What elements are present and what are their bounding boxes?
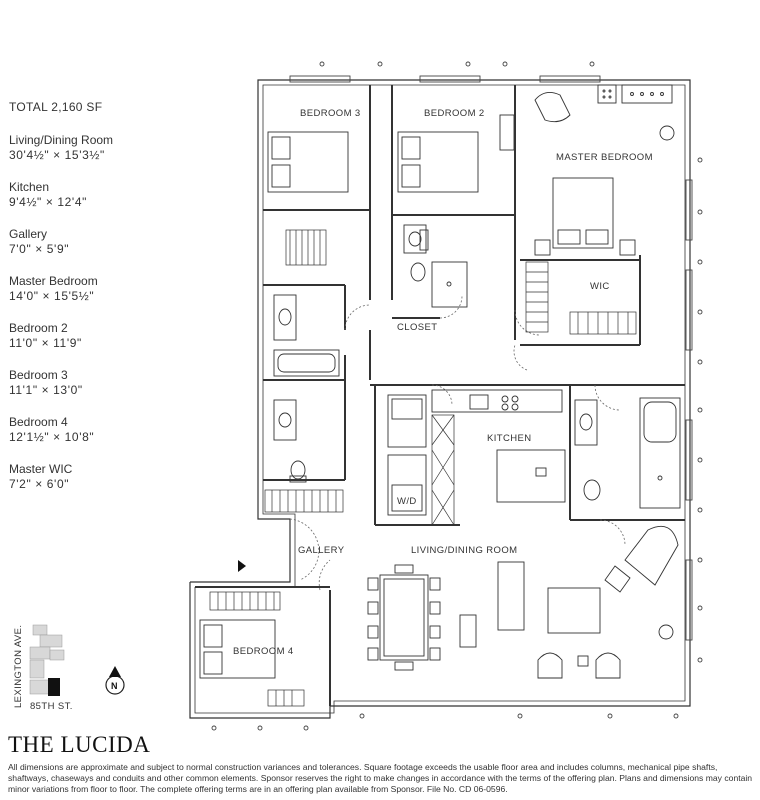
room-name: Gallery (9, 227, 48, 241)
total-square-footage: TOTAL 2,160 SF (9, 100, 103, 114)
room-entry-living-dining: Living/Dining Room 30'4½" × 15'3½" (9, 133, 179, 163)
room-entry-bedroom-4: Bedroom 4 12'1½" × 10'8" (9, 415, 179, 445)
brand-title: THE LUCIDA (8, 732, 151, 757)
label-wd: W/D (397, 496, 417, 507)
closet-icon (209, 229, 637, 707)
room-entry-bedroom-2: Bedroom 2 11'0" × 11'9" (9, 321, 179, 351)
label-gallery: GALLERY (298, 545, 345, 556)
kitchen-fixtures (387, 389, 566, 516)
room-entry-master-bedroom: Master Bedroom 14'0" × 15'5½" (9, 274, 179, 304)
exterior-wall-inner (194, 84, 686, 714)
room-name: Bedroom 4 (9, 415, 68, 429)
room-entry-bedroom-3: Bedroom 3 11'1" × 13'0" (9, 368, 179, 398)
window-markers (211, 61, 703, 731)
street-label-horizontal: 85TH ST. (30, 701, 73, 712)
label-kitchen: KITCHEN (487, 433, 532, 444)
label-bedroom-3: BEDROOM 3 (300, 108, 361, 119)
label-bedroom-2: BEDROOM 2 (424, 108, 485, 119)
interior-walls (195, 85, 685, 706)
living-furniture (367, 525, 679, 679)
label-bedroom-4: BEDROOM 4 (233, 646, 294, 657)
room-entry-gallery: Gallery 7'0" × 5'9" (9, 227, 179, 257)
bed-icon (199, 131, 614, 679)
label-master-bedroom: MASTER BEDROOM (556, 152, 653, 163)
room-name: Master WIC (9, 462, 73, 476)
disclaimer-text: All dimensions are approximate and subje… (8, 762, 753, 794)
north-label: N (111, 681, 118, 691)
room-dimensions: 7'2" × 6'0" (9, 477, 70, 491)
entry-arrow-icon (238, 560, 246, 572)
north-arrow-pointer (109, 666, 121, 677)
room-schedule: TOTAL 2,160 SF Living/Dining Room 30'4½"… (9, 100, 179, 509)
door-swings (289, 295, 626, 591)
room-dimensions: 11'1" × 13'0" (9, 383, 83, 397)
room-dimensions: 11'0" × 11'9" (9, 336, 82, 350)
room-name: Bedroom 2 (9, 321, 68, 335)
room-dimensions: 12'1½" × 10'8" (9, 430, 95, 444)
room-name: Bedroom 3 (9, 368, 68, 382)
key-plan-building (29, 624, 65, 695)
label-closet: CLOSET (397, 322, 437, 333)
bathroom-fixtures (273, 224, 681, 509)
label-living-dining: LIVING/DINING ROOM (411, 545, 517, 556)
room-name: Master Bedroom (9, 274, 98, 288)
exterior-wall (189, 79, 691, 719)
room-dimensions: 14'0" × 15'5½" (9, 289, 95, 303)
room-dimensions: 30'4½" × 15'3½" (9, 148, 105, 162)
room-dimensions: 9'4½" × 12'4" (9, 195, 87, 209)
room-name: Living/Dining Room (9, 133, 114, 147)
master-furniture (499, 84, 675, 256)
key-plan: LEXINGTON AVE. 85TH ST. N (13, 624, 125, 712)
room-name: Kitchen (9, 180, 50, 194)
room-entry-kitchen: Kitchen 9'4½" × 12'4" (9, 180, 179, 210)
label-wic: WIC (590, 281, 610, 292)
street-label-vertical: LEXINGTON AVE. (13, 625, 24, 708)
room-entry-master-wic: Master WIC 7'2" × 6'0" (9, 462, 179, 492)
room-dimensions: 7'0" × 5'9" (9, 242, 70, 256)
unit-location-marker (48, 678, 60, 696)
